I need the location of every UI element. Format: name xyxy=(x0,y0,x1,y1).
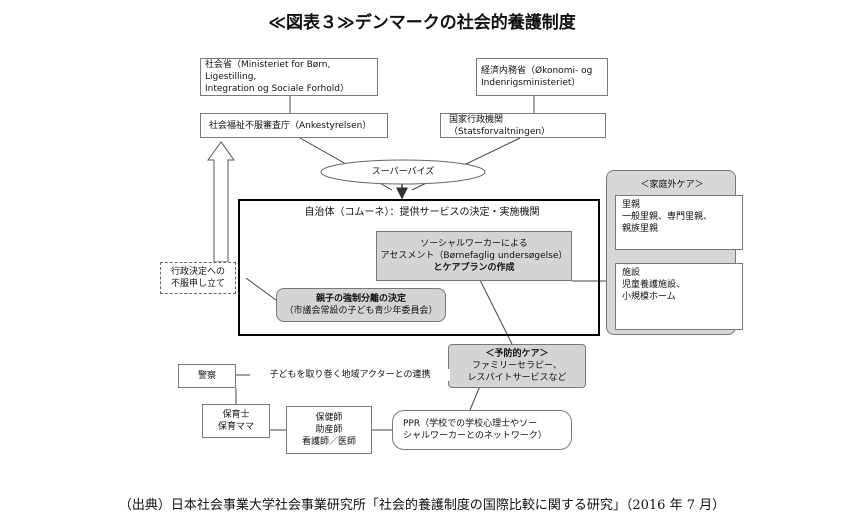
foster-care-box: 里親 一般里親、専門里親、 親族里親 xyxy=(615,195,743,250)
nursery-line1: 保育士 xyxy=(222,410,250,420)
preventive-line2: ファミリーセラピー、 xyxy=(472,361,562,371)
appeal-line2: 不服申し立て xyxy=(170,279,225,289)
health-line2: 助産師 xyxy=(315,425,343,435)
source-caption: （出典）日本社会事業大学社会事業研究所「社会的養護制度の国際比較に関する研究」（… xyxy=(118,498,726,513)
ppr-line1: PPR（学校での学校心理士やソー xyxy=(403,419,538,429)
municipality-label: 自治体（コムーネ）：提供サービスの決定・実施機関 xyxy=(304,207,540,218)
ministry-economy-line1: 経済内務省（Økonomi- og xyxy=(481,66,593,76)
supervise-ellipse xyxy=(320,159,486,185)
supervise-label: スーパーバイズ xyxy=(371,167,435,177)
outside-care-panel: ＜家庭外ケア＞ 里親 一般里親、専門里親、 親族里親 施設 児童養護施設、 小規… xyxy=(606,170,743,335)
line-preventive-ppr xyxy=(469,385,481,411)
forced-removal-box: 親子の強制分離の決定 （市議会常設の子ども青少年委員会） xyxy=(276,288,446,322)
preventive-care-box: ＜予防的ケア＞ ファミリーセラピー、 レスパイトサービスなど xyxy=(448,344,586,388)
assessment-line1: ソーシャルワーカーによる xyxy=(420,239,528,249)
line-assessment-preventive xyxy=(475,271,513,345)
assessment-box: ソーシャルワーカーによる アセスメント（Børnefaglig undersøg… xyxy=(376,231,572,281)
foster-line1: 里親 xyxy=(622,200,641,210)
line-forced-appeal xyxy=(245,277,277,301)
state-admin-label: 国家行政機関（Statsforvaltningen） xyxy=(449,114,551,137)
nursery-box: 保育士 保育ママ xyxy=(202,404,270,438)
foster-line3: 親族里親 xyxy=(622,224,659,234)
police-label: 警察 xyxy=(197,371,216,381)
appeal-up-arrow xyxy=(207,141,235,263)
assessment-line2: アセスメント（Børnefaglig undersøgelse） xyxy=(380,251,568,261)
ministry-social-line2: Integration og Sociale Forhold） xyxy=(205,84,349,94)
health-box: 保健師 助産師 看護師／医師 xyxy=(286,406,372,454)
outside-care-heading: ＜家庭外ケア＞ xyxy=(640,180,704,190)
appeals-board-box: 社会福祉不服審査庁（Ankestyrelsen） xyxy=(200,113,388,138)
preventive-line1: ＜予防的ケア＞ xyxy=(485,349,549,359)
community-actors-label: 子どもを取り巻く地域アクターとの連携 xyxy=(250,369,450,381)
ministry-social-affairs: 社会省（Ministeriet for Børn, Ligestilling, … xyxy=(200,58,378,96)
ministry-social-line1: 社会省（Ministeriet for Børn, Ligestilling, xyxy=(205,60,331,82)
appeals-board-label: 社会福祉不服審査庁（Ankestyrelsen） xyxy=(209,120,372,131)
appeal-box: 行政決定への 不服申し立て xyxy=(160,262,236,294)
ppr-line2: シャルワーカーとのネットワーク） xyxy=(403,431,547,441)
health-line3: 看護師／医師 xyxy=(301,437,356,447)
state-admin-box: 国家行政機関（Statsforvaltningen） xyxy=(440,113,606,138)
ppr-box: PPR（学校での学校心理士やソー シャルワーカーとのネットワーク） xyxy=(392,410,572,450)
facility-line3: 小規模ホーム xyxy=(622,292,676,302)
forced-removal-line2: （市議会常設の子ども青少年委員会） xyxy=(284,306,438,316)
page-title: ≪図表３≫デンマークの社会的養護制度 xyxy=(268,13,576,33)
ministry-economy-line2: Indenrigsministeriet） xyxy=(481,78,581,88)
facility-care-box: 施設 児童養護施設、 小規模ホーム xyxy=(615,263,743,330)
appeal-line1: 行政決定への xyxy=(170,267,225,277)
facility-line1: 施設 xyxy=(622,268,641,278)
forced-removal-line1: 親子の強制分離の決定 xyxy=(315,294,406,304)
ministry-economy-interior: 経済内務省（Økonomi- og Indenrigsministeriet） xyxy=(476,58,608,96)
municipality-frame xyxy=(238,199,600,336)
facility-line2: 児童養護施設、 xyxy=(622,280,686,290)
police-box: 警察 xyxy=(178,364,236,388)
assessment-line3: とケアプランの作成 xyxy=(433,263,515,273)
health-line1: 保健師 xyxy=(315,413,343,423)
preventive-line3: レスパイトサービスなど xyxy=(467,373,567,383)
nursery-line2: 保育ママ xyxy=(217,422,254,432)
foster-line2: 一般里親、専門里親、 xyxy=(622,212,713,222)
